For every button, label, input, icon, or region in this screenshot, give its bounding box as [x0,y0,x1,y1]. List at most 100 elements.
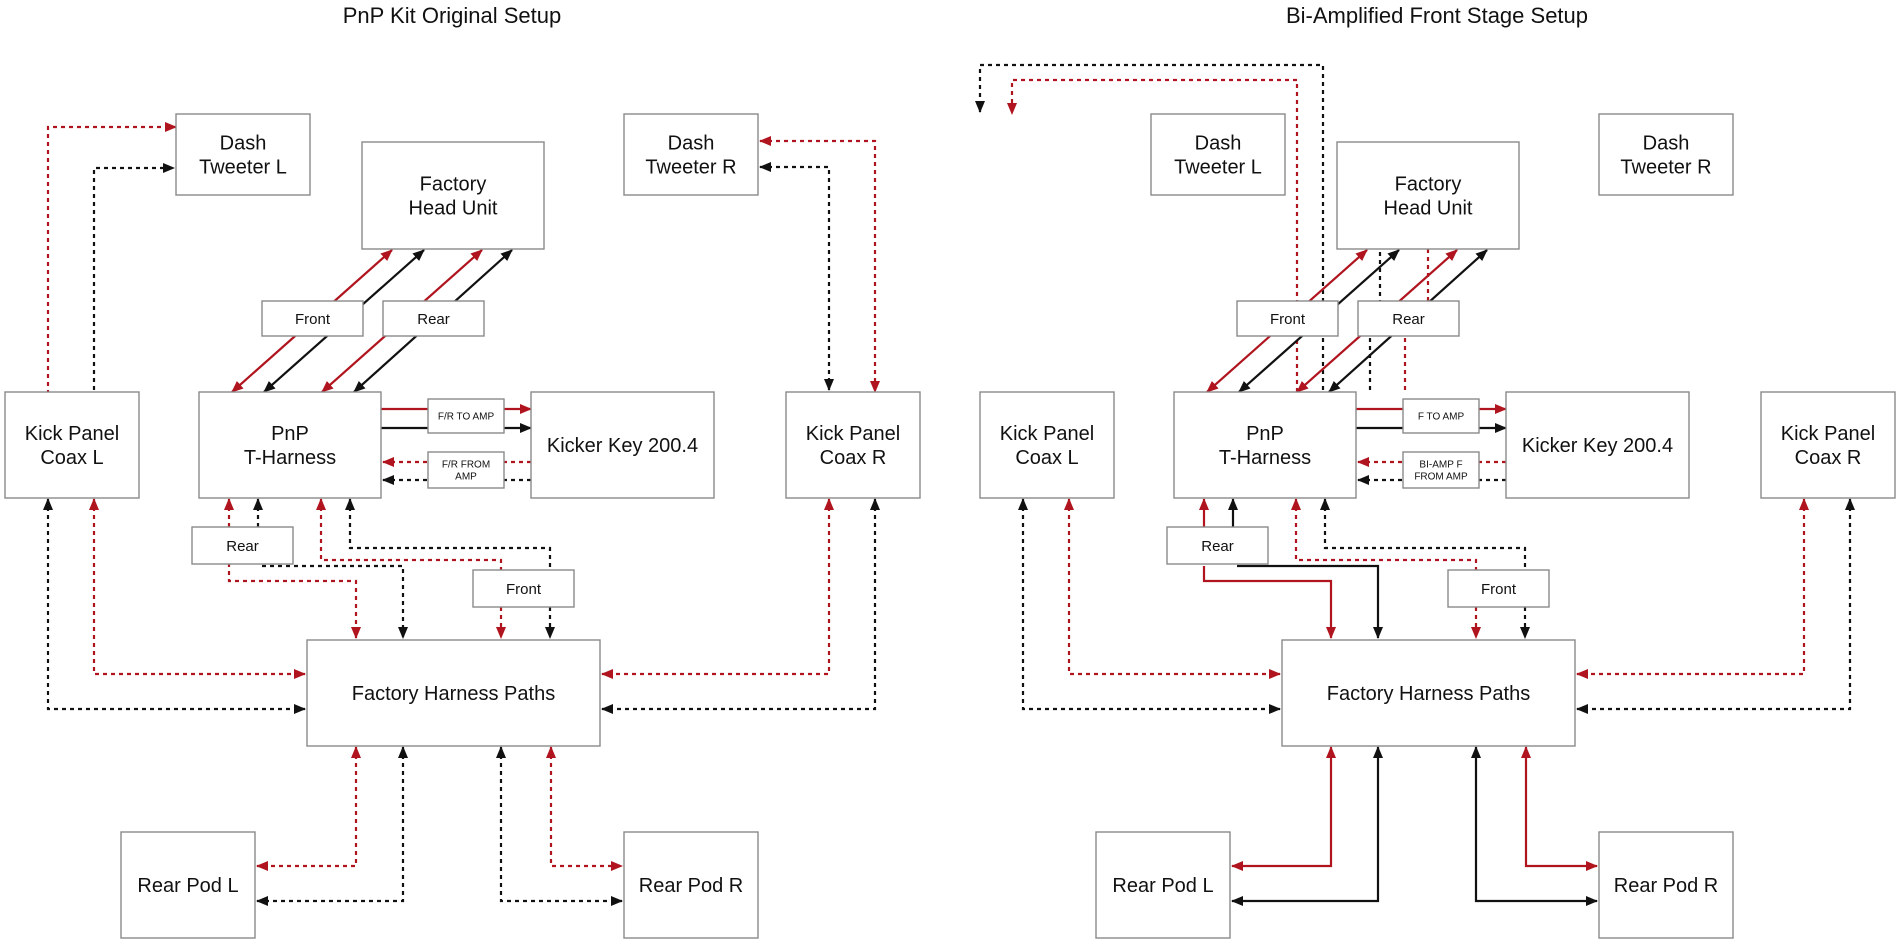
biamp-front-mid-box: Front [1447,569,1550,608]
pnp-to-amp-box: F/R TO AMP [427,398,505,434]
biamp-kick-l-frame [979,391,1115,499]
pnp-rear-pod-l-label: Rear Pod L [137,875,238,897]
biamp-front-top-box: Front [1236,300,1339,337]
pnp-rear-pod-r-frame [623,831,759,939]
biamp-rear-top-box: Rear [1357,300,1460,337]
biamp-factory-frame [1281,639,1576,747]
pnp-factory-box: Factory Harness Paths [306,639,601,747]
biamp-connection-14 [1018,498,1281,714]
pnp-connection-12 [759,162,834,391]
pnp-connection-11 [759,136,880,393]
biamp-connection-15 [1576,498,1809,679]
biamp-rear-top-label: Rear [1392,311,1425,328]
biamp-connection-1 [1007,78,1299,392]
pnp-to-amp-label: F/R TO AMP [438,412,495,423]
biamp-to-amp-box: F TO AMP [1402,398,1480,434]
pnp-connection-15 [601,498,834,679]
biamp-rear-mid-label: Rear [1201,538,1234,555]
biamp-connection-26 [1521,746,1598,871]
biamp-connection-20 [1237,564,1383,639]
pnp-connection-19 [262,564,408,639]
pnp-kick-l-frame [4,391,140,499]
pnp-rear-mid-frame [191,526,294,565]
pnp-connection-26 [496,746,623,906]
pnp-dash-l-frame [175,113,311,196]
biamp-connection-27 [1471,746,1598,906]
pnp-connection-14 [43,498,306,714]
pnp-connection-25 [546,746,623,871]
biamp-kicker-label: Kicker Key 200.4 [1522,435,1673,457]
pnp-connection-17 [224,498,361,639]
pnp-kicker-label: Kicker Key 200.4 [547,435,698,457]
biamp-head-frame [1336,141,1520,250]
pnp-rear-mid-box: Rear [191,526,294,565]
pnp-rear-top-frame [382,300,485,337]
pnp-connection-1 [46,122,177,498]
pnp-kicker-frame [530,391,715,499]
biamp-rear-pod-r-frame [1598,831,1734,939]
biamp-rear-mid-frame [1166,526,1269,565]
biamp-kicker-frame [1505,391,1690,499]
pnp-kicker-box: Kicker Key 200.4 [530,391,715,499]
biamp-factory-box: Factory Harness Paths [1281,639,1576,747]
pnp-connection-24 [256,746,408,906]
biamp-kick-r-frame [1760,391,1896,499]
pnp-connection-13 [89,498,306,679]
biamp-to-amp-label: F TO AMP [1418,412,1465,423]
biamp-dash-l-frame [1150,113,1286,196]
pnp-front-mid-frame [472,569,575,608]
pnp-front-top-box: Front [261,300,364,337]
biamp-rear-pod-l-frame [1095,831,1231,939]
pnp-front-top-label: Front [295,311,331,328]
pnp-rear-top-label: Rear [417,311,450,328]
biamp-front-mid-frame [1447,569,1550,608]
pnp-connection-2 [92,163,175,390]
biamp-front-mid-label: Front [1481,581,1517,598]
biamp-connection-16 [1576,498,1855,714]
diagram-title-pnp: PnP Kit Original Setup [343,3,562,28]
biamp-rear-pod-l-label: Rear Pod L [1112,875,1213,897]
pnp-head-frame [361,141,545,250]
biamp-rear-pod-r-label: Rear Pod R [1614,875,1719,897]
biamp-factory-label: Factory Harness Paths [1327,683,1530,705]
pnp-front-top-frame [261,300,364,337]
biamp-connection-24 [1231,746,1336,871]
diagram-title-biamp: Bi-Amplified Front Stage Setup [1286,3,1588,28]
pnp-rear-top-box: Rear [382,300,485,337]
pnp-connection-21 [345,498,552,568]
pnp-kick-r-frame [785,391,921,499]
biamp-from-amp-frame [1402,451,1480,489]
biamp-to-amp-frame [1402,398,1480,434]
biamp-connection-2 [975,63,1325,390]
pnp-connection-20 [316,498,506,639]
biamp-kicker-box: Kicker Key 200.4 [1505,391,1690,499]
biamp-front-top-frame [1236,300,1339,337]
pnp-factory-label: Factory Harness Paths [352,683,555,705]
biamp-connection-21 [1291,498,1481,639]
pnp-front-mid-label: Front [506,581,542,598]
biamp-dash-r-frame [1598,113,1734,196]
pnp-rear-pod-r-label: Rear Pod R [639,875,744,897]
